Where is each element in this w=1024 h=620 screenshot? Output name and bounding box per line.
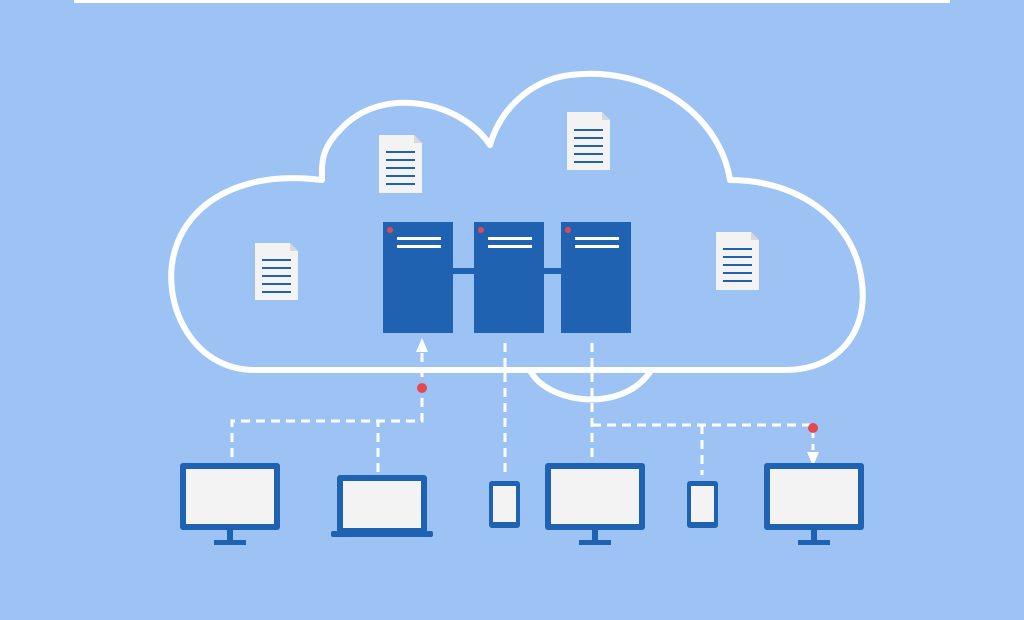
top-divider bbox=[74, 0, 950, 3]
phone-icon bbox=[687, 481, 718, 528]
connector-desktop-to-server bbox=[230, 350, 424, 457]
monitor-icon bbox=[545, 463, 645, 545]
phone-icon bbox=[489, 481, 520, 528]
document-icon bbox=[255, 243, 298, 300]
server-icon bbox=[561, 222, 631, 333]
server-link bbox=[543, 268, 563, 274]
arrow-down-icon bbox=[807, 452, 819, 466]
indicator-dot bbox=[417, 383, 427, 393]
document-icon bbox=[379, 135, 422, 193]
server-icon bbox=[474, 222, 544, 333]
cloud-bottom-bump bbox=[527, 367, 653, 403]
monitor-icon bbox=[180, 463, 280, 545]
indicator-dot bbox=[808, 423, 818, 433]
cloud-outline-icon bbox=[168, 70, 866, 373]
monitor-icon bbox=[764, 463, 864, 545]
server-icon bbox=[383, 222, 453, 333]
document-icon bbox=[716, 232, 759, 290]
arrow-up-icon bbox=[416, 338, 428, 352]
server-link bbox=[452, 268, 476, 274]
laptop-icon bbox=[331, 475, 433, 537]
document-icon bbox=[567, 112, 610, 170]
